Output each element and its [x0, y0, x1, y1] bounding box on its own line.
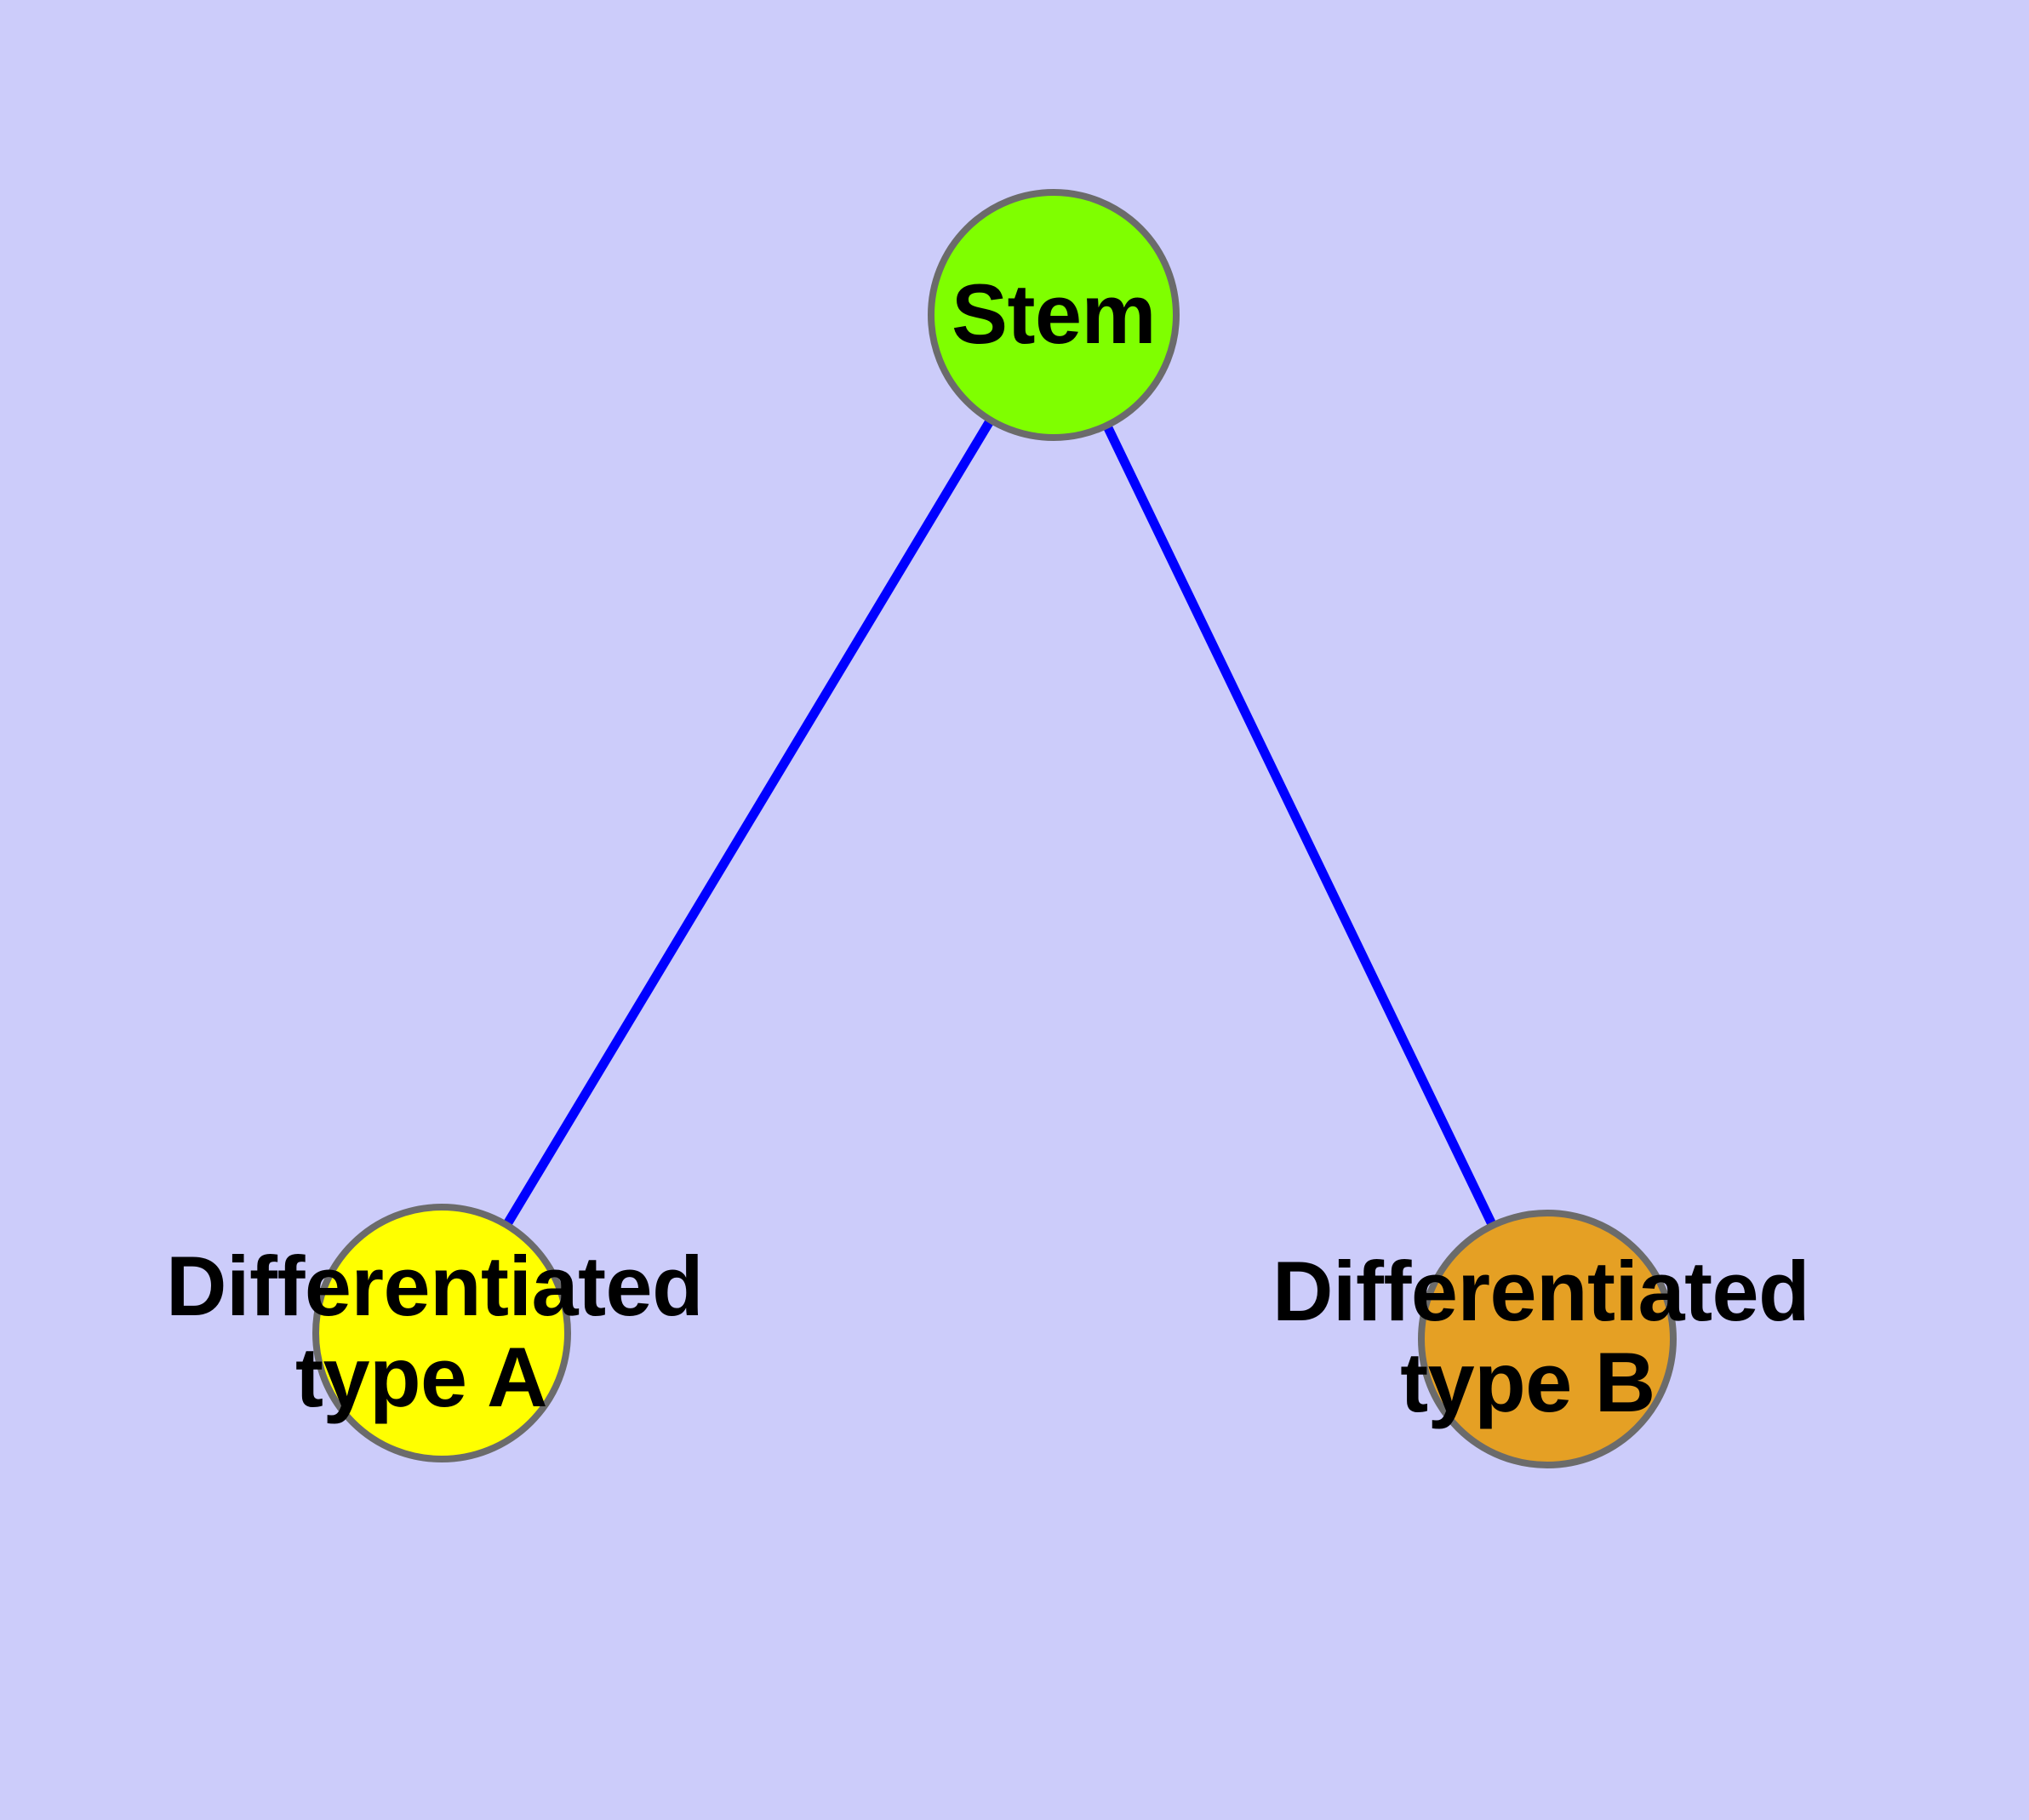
node-layer	[312, 189, 1677, 1468]
edge-layer	[437, 312, 1552, 1342]
node-diff-b[interactable]	[1418, 1210, 1677, 1468]
edge-stem-to-diff-a[interactable]	[437, 312, 1058, 1336]
edge-stem-to-diff-b[interactable]	[1049, 312, 1552, 1342]
node-diff-a[interactable]	[312, 1204, 571, 1462]
node-stem[interactable]	[928, 189, 1180, 441]
